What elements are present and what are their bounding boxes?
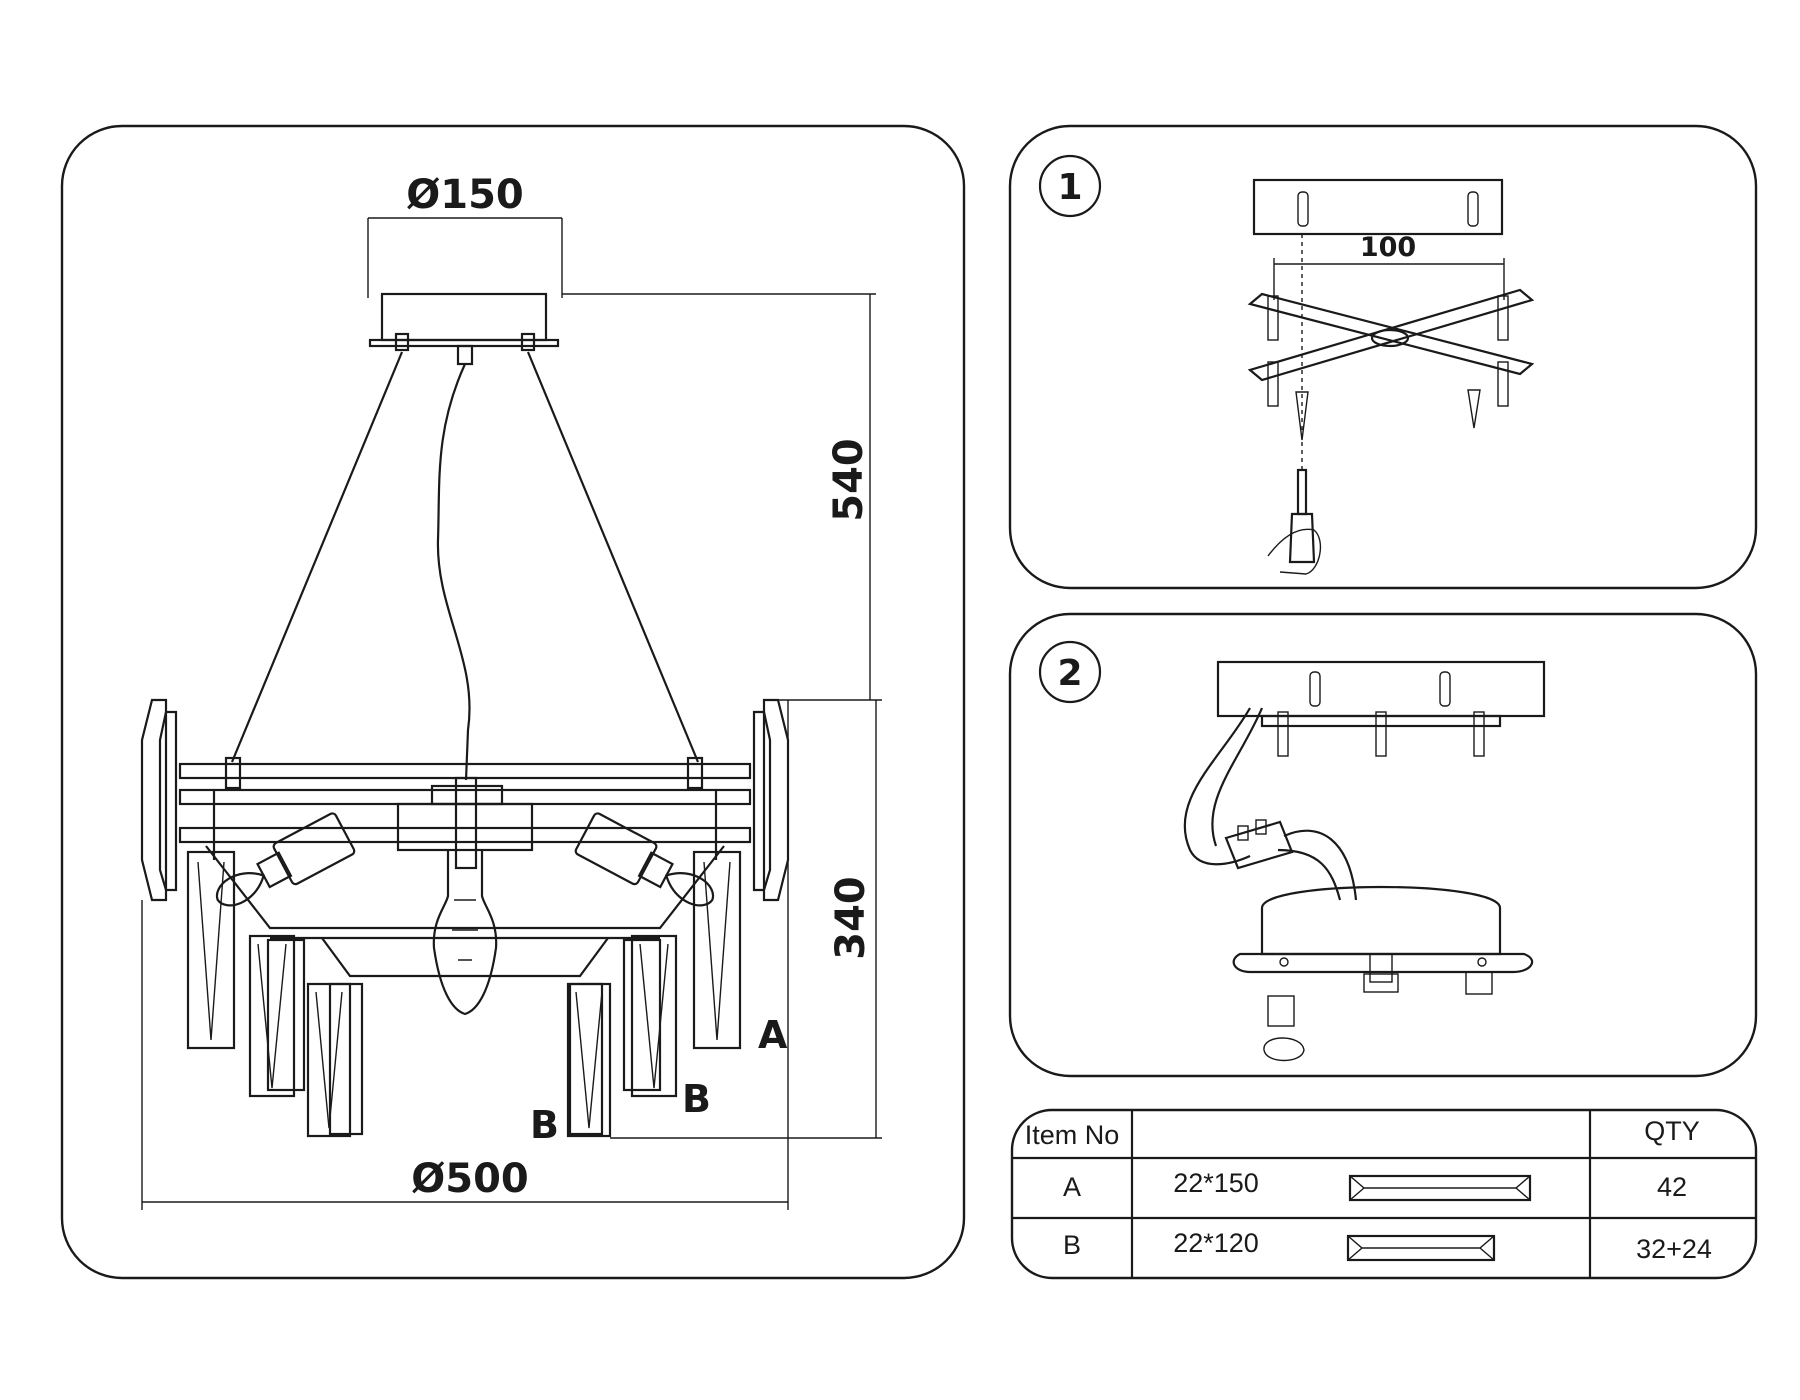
dim-top-diameter-label: Ø150 xyxy=(406,172,524,218)
main-drawing-panel: Ø150 540 340 xyxy=(60,124,966,1280)
row-qty: 32+24 xyxy=(1636,1234,1712,1264)
screwdriver-hand-icon xyxy=(1267,468,1322,575)
dim-top-diameter: Ø150 xyxy=(367,172,563,298)
step1-panel: 1 100 xyxy=(1008,124,1758,590)
crystal-prisms xyxy=(186,850,742,1138)
dim-drop-height-label: 540 xyxy=(826,438,872,522)
dim-bottom-diameter: Ø500 xyxy=(141,700,789,1210)
table-header-item: Item No xyxy=(1025,1120,1120,1150)
wall-anchor-icon xyxy=(1297,191,1479,227)
row-size: 22*120 xyxy=(1173,1228,1259,1258)
prism-b-icon xyxy=(1346,1234,1496,1262)
dim-spacing: 100 xyxy=(1273,232,1505,300)
dim-body-height: 340 xyxy=(610,700,882,1139)
row-item: B xyxy=(1063,1230,1081,1260)
chandelier-frame xyxy=(140,698,790,978)
table-row: B 22*120 32+24 xyxy=(1063,1228,1712,1264)
side-lamps xyxy=(215,812,715,907)
table-header-qty: QTY xyxy=(1644,1116,1700,1146)
table-row: A 22*150 42 xyxy=(1063,1168,1687,1202)
terminal-block-icon xyxy=(1224,819,1294,870)
center-bulb xyxy=(432,850,498,1016)
cross-bracket xyxy=(1247,288,1535,382)
dim-body-height-label: 340 xyxy=(828,876,874,960)
dim-spacing-label: 100 xyxy=(1360,232,1416,263)
fixture-canopy xyxy=(1232,885,1534,993)
row-size: 22*150 xyxy=(1173,1168,1259,1198)
parts-table: Item No QTY A 22*150 42 B 22*120 32+24 xyxy=(1010,1108,1758,1280)
prism-a-icon xyxy=(1348,1174,1532,1202)
suspension-wires xyxy=(230,351,700,781)
row-item: A xyxy=(1063,1172,1081,1202)
step1-number: 1 xyxy=(1057,167,1082,208)
bracket-screws xyxy=(1267,295,1509,407)
step2-panel: 2 xyxy=(1008,612,1758,1078)
step2-number: 2 xyxy=(1057,653,1082,694)
label-prism-b-left: B xyxy=(530,1103,559,1147)
cable-gland-icon xyxy=(1263,971,1493,1062)
bracket-screws xyxy=(1277,711,1485,757)
dim-bottom-diameter-label: Ø500 xyxy=(411,1156,529,1202)
label-prism-a: A xyxy=(758,1013,788,1057)
label-prism-b-right: B xyxy=(682,1077,711,1121)
row-qty: 42 xyxy=(1657,1172,1687,1202)
power-wires xyxy=(1183,707,1358,901)
screw-icon xyxy=(1295,389,1481,441)
dim-drop-height: 540 xyxy=(562,293,882,701)
